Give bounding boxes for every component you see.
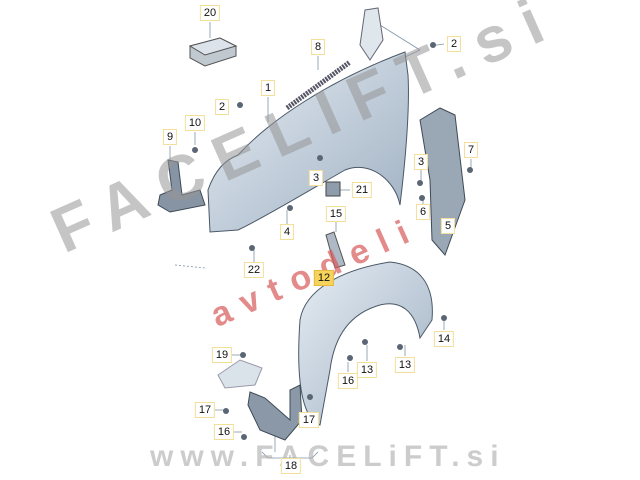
callout-21[interactable]: 21 bbox=[351, 182, 373, 198]
callout-4[interactable]: 4 bbox=[279, 224, 295, 240]
part-18-mudflap bbox=[247, 384, 303, 441]
callout-10[interactable]: 10 bbox=[184, 115, 206, 131]
callout-7[interactable]: 7 bbox=[463, 142, 479, 158]
part-1-fender bbox=[207, 51, 409, 233]
part-21-clip bbox=[325, 181, 341, 197]
callout-20[interactable]: 20 bbox=[199, 5, 221, 21]
callout-17b[interactable]: 17 bbox=[298, 412, 320, 428]
part-15-piece bbox=[325, 231, 346, 269]
callout-14[interactable]: 14 bbox=[433, 331, 455, 347]
callout-18[interactable]: 18 bbox=[280, 458, 302, 474]
part-9-bracket bbox=[157, 159, 206, 213]
callout-16[interactable]: 16 bbox=[337, 373, 359, 389]
callout-2b[interactable]: 2 bbox=[214, 99, 230, 115]
part-bracket-top bbox=[359, 7, 384, 61]
callout-5[interactable]: 5 bbox=[440, 218, 456, 234]
callout-3[interactable]: 3 bbox=[308, 170, 324, 186]
callout-8[interactable]: 8 bbox=[310, 39, 326, 55]
callout-13b[interactable]: 13 bbox=[394, 357, 416, 373]
callout-15[interactable]: 15 bbox=[325, 206, 347, 222]
screws bbox=[192, 42, 473, 440]
callout-13[interactable]: 13 bbox=[356, 362, 378, 378]
part-20-block bbox=[188, 37, 238, 67]
callout-12[interactable]: 12 bbox=[313, 270, 335, 286]
callout-9[interactable]: 9 bbox=[162, 129, 178, 145]
callout-22[interactable]: 22 bbox=[243, 262, 265, 278]
callout-2[interactable]: 2 bbox=[446, 36, 462, 52]
callout-6[interactable]: 6 bbox=[415, 204, 431, 220]
callout-16b[interactable]: 16 bbox=[213, 424, 235, 440]
part-8-strip bbox=[285, 59, 352, 111]
callout-19[interactable]: 19 bbox=[211, 347, 233, 363]
callout-17[interactable]: 17 bbox=[194, 402, 216, 418]
callout-1[interactable]: 1 bbox=[260, 80, 276, 96]
part-19-panel bbox=[217, 359, 263, 389]
callout-3b[interactable]: 3 bbox=[413, 154, 429, 170]
